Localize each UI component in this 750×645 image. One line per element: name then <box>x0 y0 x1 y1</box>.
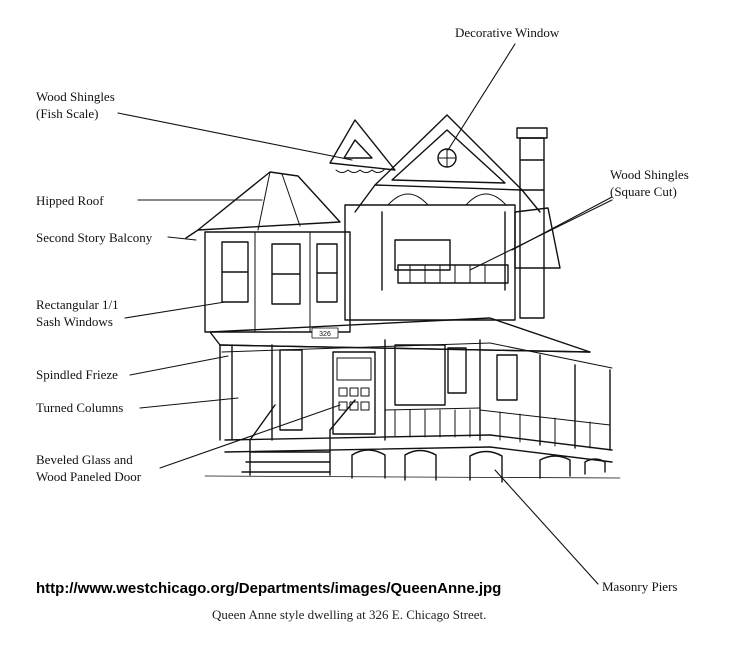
ground <box>204 475 621 479</box>
label-line: Rectangular 1/1 <box>36 297 119 312</box>
second-story-balcony <box>381 211 509 291</box>
label-masonry-piers: Masonry Piers <box>602 579 678 594</box>
label-line: Sash Windows <box>36 314 113 329</box>
porch-roof <box>209 317 591 353</box>
label-line: Beveled Glass and <box>36 452 133 467</box>
porch-railing <box>384 407 611 449</box>
main-gable <box>354 114 541 213</box>
porch <box>219 339 613 463</box>
figure-caption: Queen Anne style dwelling at 326 E. Chic… <box>212 607 487 622</box>
right-wing <box>514 207 561 269</box>
sash-windows <box>221 241 338 305</box>
label-spindled-frieze: Spindled Frieze <box>36 367 118 382</box>
label-second-story-balcony: Second Story Balcony <box>36 230 153 245</box>
label-line: (Square Cut) <box>610 184 677 199</box>
label-beveled-glass-door: Beveled Glass and Wood Paneled Door <box>36 451 141 485</box>
label-hipped-roof: Hipped Roof <box>36 193 104 208</box>
second-floor <box>344 204 516 321</box>
label-wood-shingles-square-cut: Wood Shingles (Square Cut) <box>610 166 689 200</box>
chimney <box>516 127 548 319</box>
house-number: 326 <box>319 331 331 338</box>
front-steps <box>241 399 356 476</box>
hipped-roof-tower <box>185 171 351 333</box>
label-line: Wood Shingles <box>610 167 689 182</box>
masonry-piers <box>351 449 606 483</box>
front-door <box>332 351 376 435</box>
label-wood-shingles-fish-scale: Wood Shingles (Fish Scale) <box>36 88 115 122</box>
label-turned-columns: Turned Columns <box>36 400 124 415</box>
label-line: Wood Paneled Door <box>36 469 142 484</box>
label-line: (Fish Scale) <box>36 106 99 121</box>
leader-lines <box>117 43 613 585</box>
source-url: http://www.westchicago.org/Departments/i… <box>36 580 502 597</box>
label-line: Wood Shingles <box>36 89 115 104</box>
first-floor-windows <box>279 344 518 431</box>
label-rectangular-sash-windows: Rectangular 1/1 Sash Windows <box>36 296 119 330</box>
label-decorative-window: Decorative Window <box>455 25 560 40</box>
fish-scale-gable <box>329 119 396 173</box>
